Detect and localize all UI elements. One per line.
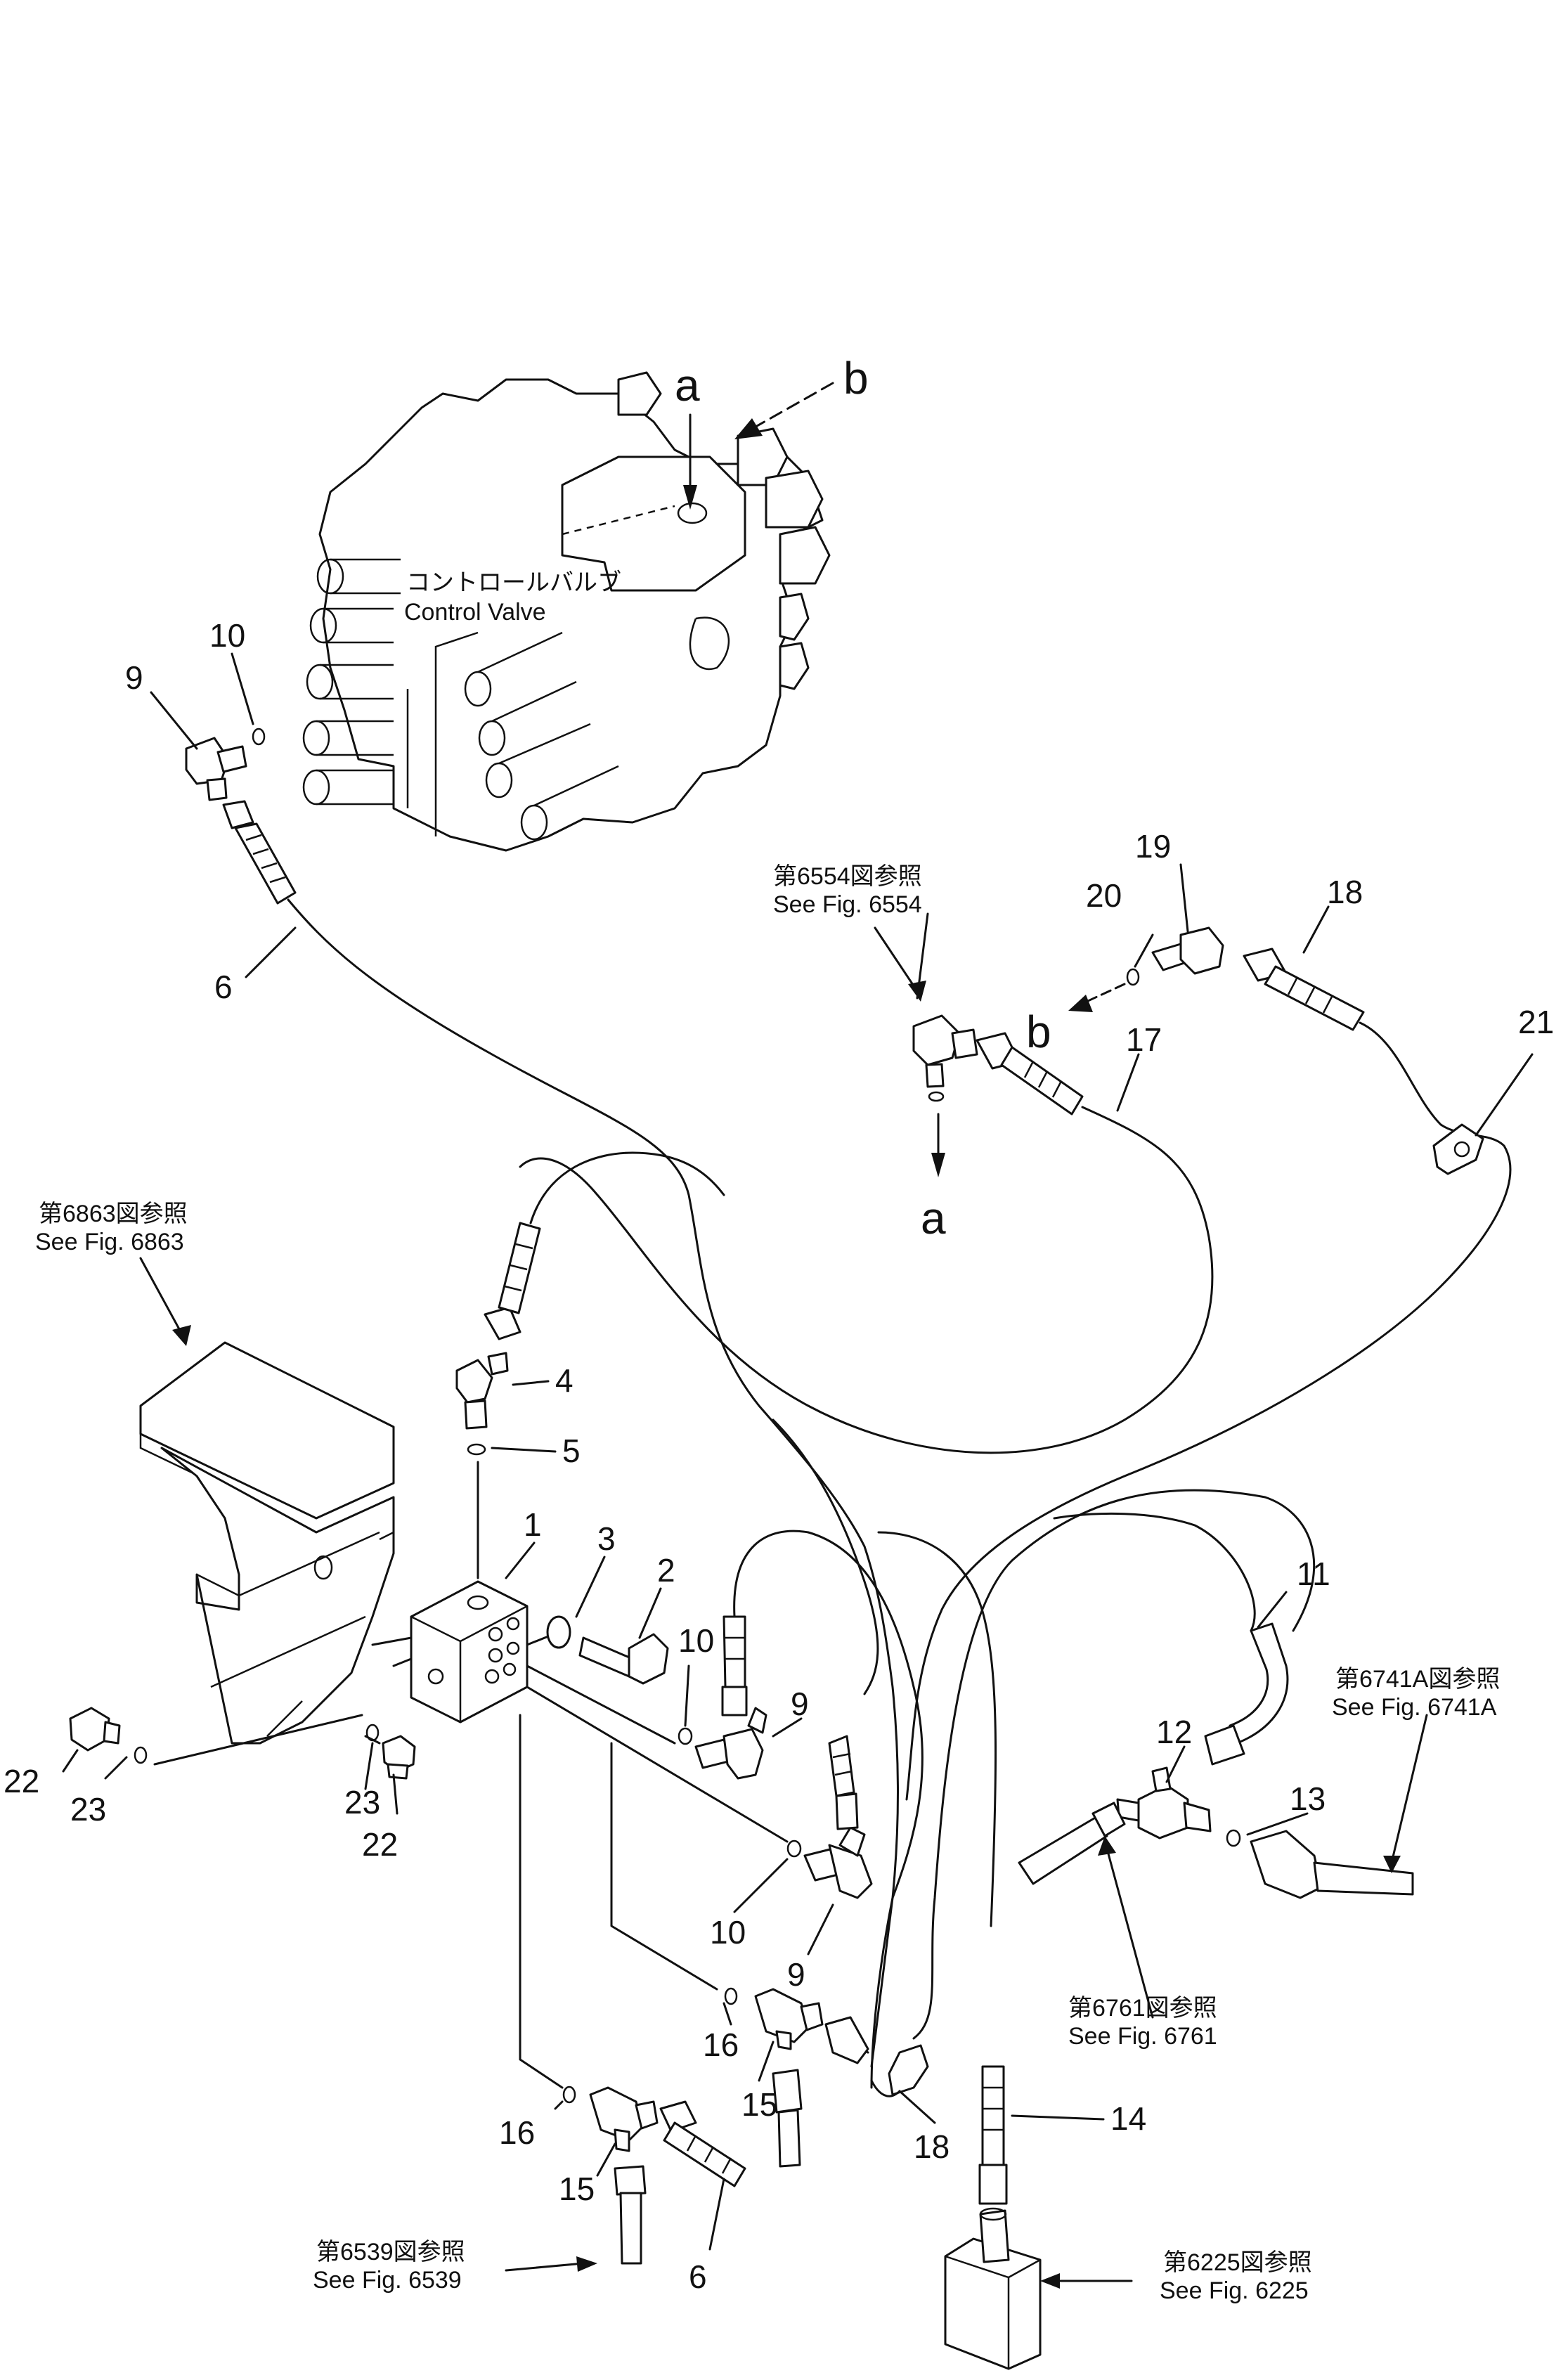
o-ring-16-right [724,1987,738,2005]
part-num-15-left: 15 [559,2171,595,2207]
hose-18-upper [905,948,1512,1801]
box-6225 [944,2207,1042,2370]
part-num-16-right: 16 [703,2026,739,2063]
plug-22-left [69,1707,121,1752]
marker-a-top: a [675,360,700,410]
control-valve-label-ja: コントロールバルブ [406,569,621,596]
ref-6741A-en: See Fig. 6741A [1332,1694,1497,1721]
part-num-14: 14 [1110,2100,1146,2137]
ref-6539-en: See Fig. 6539 [313,2267,462,2294]
o-ring-20 [1126,968,1140,986]
o-ring-5 [467,1443,486,1456]
plug-22-middle [382,1735,416,1780]
washer-3 [546,1615,571,1649]
part-num-8: 10 [209,617,245,654]
o-ring-10-lower [786,1839,802,1858]
hose-17 [519,1032,1214,1454]
part-number-labels: 10 9 6 19 20 18 17 21 4 5 1 3 2 10 9 10 … [4,617,1554,2295]
part-num-17: 17 [1126,1021,1162,1058]
part-num-1: 1 [524,1506,542,1543]
leader-lines [62,652,1534,2251]
ref-6741A-ja: 第6741A図参照 [1335,1666,1500,1693]
part-num-19: 19 [1135,828,1171,865]
ref-6539-ja: 第6539図参照 [316,2239,465,2265]
hose-6761 [1018,1802,1126,1885]
tee-12 [1116,1766,1212,1839]
floor-plate-6863 [139,1341,395,1745]
part-num-22-middle: 22 [362,1826,398,1863]
part-num-6-lower: 6 [689,2258,707,2295]
ref-6554-en: See Fig. 6554 [773,891,922,918]
part-num-18-upper: 18 [1327,874,1363,910]
ref-6761-en: See Fig. 6761 [1068,2023,1217,2050]
part-num-11: 11 [1297,1556,1330,1592]
part-num-23-middle: 23 [344,1784,380,1821]
part-num-5: 5 [562,1433,581,1469]
part-num-7: 9 [125,659,143,696]
part-num-9-lower: 9 [787,1956,805,1993]
control-valve-label-en: Control Valve [404,599,546,626]
marker-b-top: b [843,353,869,403]
o-ring-8 [252,728,266,746]
clamp-21 [1432,1123,1484,1175]
part-num-16-left: 16 [499,2114,535,2151]
hose-lower-left-vertical [614,2165,647,2265]
part-num-12: 12 [1156,1714,1192,1750]
ref-6225-en: See Fig. 6225 [1160,2277,1309,2304]
marker-a-bottom: a [921,1193,946,1243]
tee-15-right [754,1988,824,2050]
o-ring-13 [1226,1829,1241,1847]
ref-6863-en: See Fig. 6863 [35,1229,184,1255]
elbow-9-upper [694,1707,767,1780]
part-num-20: 20 [1086,877,1122,914]
hose-6-upper [222,800,899,2068]
marker-b-middle: b [1026,1007,1051,1057]
elbow-9-lower [803,1826,873,1899]
part-num-3: 3 [597,1520,616,1557]
hose-right-vertical [772,2069,803,2168]
tee-15-left [589,2086,659,2152]
part-num-13: 13 [1290,1780,1326,1817]
part-num-9-upper: 9 [791,1686,809,1722]
bolt-2 [578,1633,669,1685]
hose-6-lower [659,2100,746,2187]
part-num-15-right: 15 [741,2086,777,2123]
part-num-10-upper: 10 [678,1622,714,1659]
ref-6554-ja: 第6554図参照 [773,863,922,890]
fitting-6741A [1250,1830,1414,1899]
valve-block-1 [410,1580,529,1724]
hose-middle-risers [721,1418,1316,2089]
pipe-14 [877,1531,1008,2205]
elbow-fitting-6554 [912,1014,978,1102]
o-ring-10-upper [678,1727,693,1745]
hose-upper-left [484,1151,725,1340]
part-num-22-left: 22 [4,1763,39,1799]
o-ring-23-left [134,1746,148,1764]
part-num-23-left: 23 [70,1791,106,1828]
o-ring-23-middle [365,1724,380,1742]
part-num-21: 21 [1518,1004,1554,1040]
elbow-fitting-4 [455,1352,509,1430]
part-num-2: 2 [657,1552,675,1589]
elbow-fitting-19 [1151,926,1224,975]
part-num-10-lower: 10 [710,1914,746,1951]
ref-6863-ja: 第6863図参照 [39,1201,188,1227]
ref-6761-ja: 第6761図参照 [1068,1995,1217,2022]
part-num-6-upper: 6 [214,969,233,1005]
control-valve-body [302,371,831,852]
part-num-18-lower: 18 [914,2128,950,2165]
ref-6225-ja: 第6225図参照 [1163,2249,1312,2276]
hose-11 [1053,1512,1289,1766]
pipe-18-lower [824,2016,929,2097]
reference-labels: 第6554図参照 See Fig. 6554 第6863図参照 See Fig.… [35,863,1500,2304]
reference-arrows [139,926,1428,2282]
part-num-4: 4 [555,1362,574,1399]
o-ring-16-left [562,2086,576,2104]
fitting-7 [185,737,247,801]
